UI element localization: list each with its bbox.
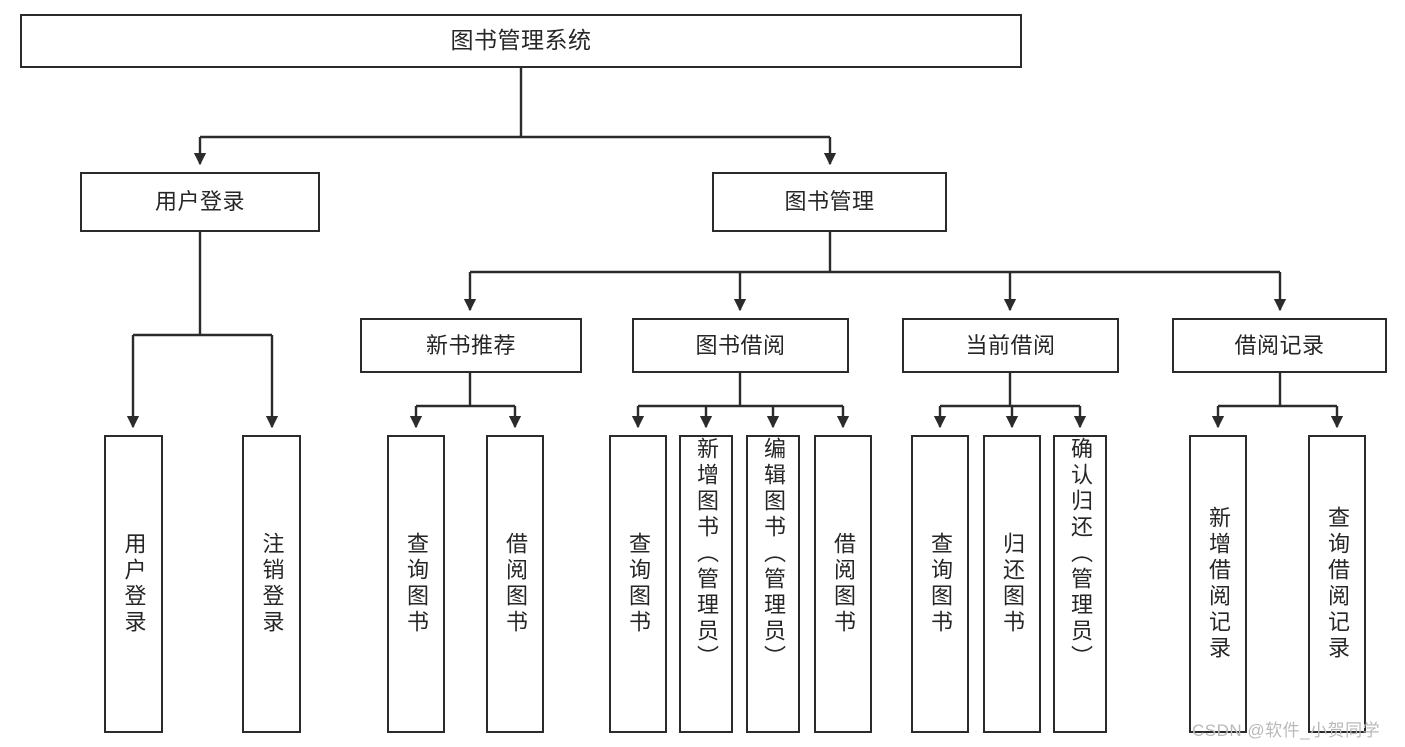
node-root-label: 图书管理系统 <box>450 27 592 54</box>
node-leaf-query-book-rec-label: 查询图书 <box>404 532 429 636</box>
node-new-book-rec-label: 新书推荐 <box>425 332 516 358</box>
node-leaf-return-book-label: 归还图书 <box>1000 532 1025 636</box>
node-user-login-label: 用户登录 <box>154 189 245 215</box>
node-leaf-query-book-b[interactable]: 查询图书 <box>609 435 667 733</box>
node-leaf-borrow-book-rec-label: 借阅图书 <box>503 532 528 636</box>
node-leaf-add-book-label: 新增图书（管理员） <box>694 437 719 671</box>
node-current-borrow[interactable]: 当前借阅 <box>902 318 1119 373</box>
node-leaf-add-record[interactable]: 新增借阅记录 <box>1189 435 1247 733</box>
node-leaf-confirm-return[interactable]: 确认归还（管理员） <box>1053 435 1107 733</box>
node-book-borrow[interactable]: 图书借阅 <box>632 318 849 373</box>
node-user-login[interactable]: 用户登录 <box>80 172 320 232</box>
edges-group <box>126 68 1344 429</box>
node-leaf-query-book-c-label: 查询图书 <box>928 532 953 636</box>
node-borrow-records[interactable]: 借阅记录 <box>1172 318 1387 373</box>
node-leaf-user-login-label: 用户登录 <box>121 532 147 636</box>
node-leaf-query-book-rec[interactable]: 查询图书 <box>387 435 445 733</box>
node-leaf-query-book-b-label: 查询图书 <box>626 532 651 636</box>
node-leaf-edit-book-label: 编辑图书（管理员） <box>761 437 786 671</box>
csdn-watermark: CSDN @软件_小贺同学 <box>1192 721 1381 740</box>
node-leaf-add-record-label: 新增借阅记录 <box>1206 506 1231 662</box>
node-new-book-rec[interactable]: 新书推荐 <box>360 318 582 373</box>
node-leaf-borrow-book-b-label: 借阅图书 <box>831 532 856 636</box>
node-leaf-query-record[interactable]: 查询借阅记录 <box>1308 435 1366 733</box>
node-leaf-confirm-return-label: 确认归还（管理员） <box>1068 437 1093 671</box>
node-book-manage-label: 图书管理 <box>784 189 875 215</box>
node-current-borrow-label: 当前借阅 <box>965 332 1056 358</box>
node-leaf-add-book[interactable]: 新增图书（管理员） <box>679 435 733 733</box>
node-leaf-borrow-book-rec[interactable]: 借阅图书 <box>486 435 544 733</box>
node-leaf-return-book[interactable]: 归还图书 <box>983 435 1041 733</box>
node-leaf-user-login[interactable]: 用户登录 <box>104 435 163 733</box>
node-borrow-records-label: 借阅记录 <box>1234 332 1325 358</box>
node-root[interactable]: 图书管理系统 <box>20 14 1022 68</box>
node-book-manage[interactable]: 图书管理 <box>712 172 947 232</box>
node-leaf-query-record-label: 查询借阅记录 <box>1325 506 1350 662</box>
node-leaf-borrow-book-b[interactable]: 借阅图书 <box>814 435 872 733</box>
node-leaf-edit-book[interactable]: 编辑图书（管理员） <box>746 435 800 733</box>
node-book-borrow-label: 图书借阅 <box>695 332 786 358</box>
node-leaf-query-book-c[interactable]: 查询图书 <box>911 435 969 733</box>
node-leaf-logout[interactable]: 注销登录 <box>242 435 301 733</box>
node-leaf-logout-label: 注销登录 <box>259 532 285 636</box>
